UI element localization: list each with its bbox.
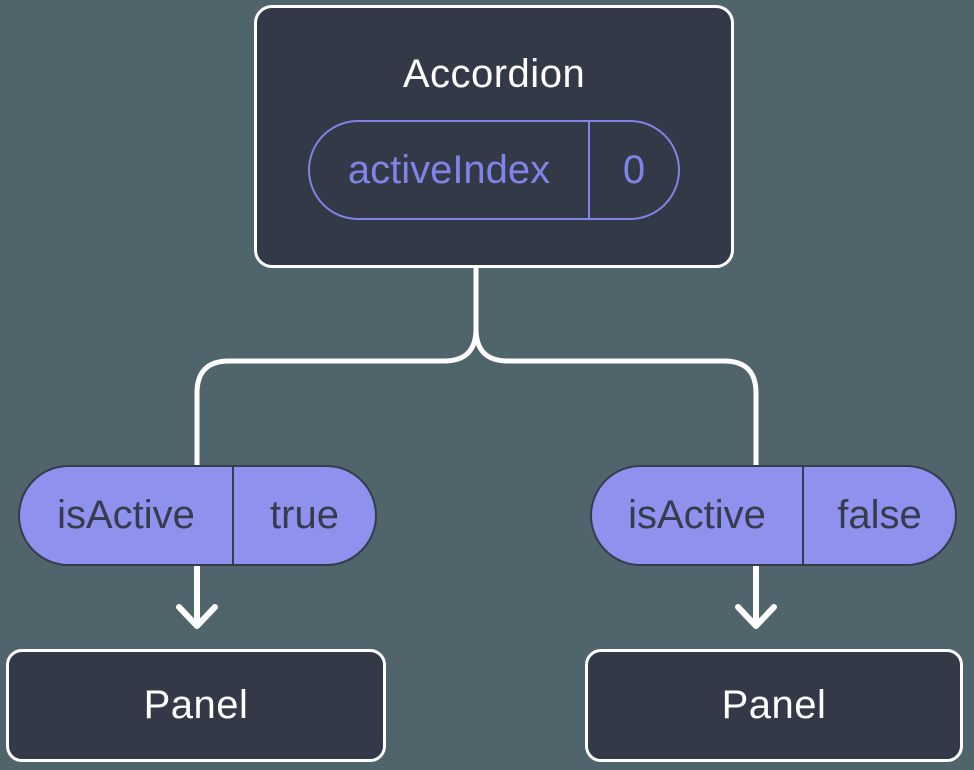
prop-name-label: activeIndex xyxy=(310,122,590,218)
prop-value-label: true xyxy=(270,493,339,537)
active-index-pill: activeIndex 0 xyxy=(308,120,680,220)
branch-line-right xyxy=(473,265,759,465)
branch-line-left xyxy=(194,265,479,465)
accordion-node: Accordion activeIndex 0 xyxy=(254,5,734,268)
prop-name-label: isActive xyxy=(20,467,234,564)
prop-name-label: isActive xyxy=(592,467,804,564)
panel-node-left: Panel xyxy=(6,649,386,762)
accordion-node-title: Accordion xyxy=(402,52,586,96)
is-active-pill-true: isActive true xyxy=(18,465,377,566)
is-active-pill-false: isActive false xyxy=(590,465,957,566)
panel-node-right: Panel xyxy=(585,649,963,762)
prop-value-label: 0 xyxy=(622,147,646,192)
panel-node-title: Panel xyxy=(721,683,827,727)
arrow-down-icon xyxy=(176,564,218,629)
prop-value-label: false xyxy=(837,493,922,537)
arrow-down-icon xyxy=(735,564,777,629)
panel-node-title: Panel xyxy=(143,683,249,727)
